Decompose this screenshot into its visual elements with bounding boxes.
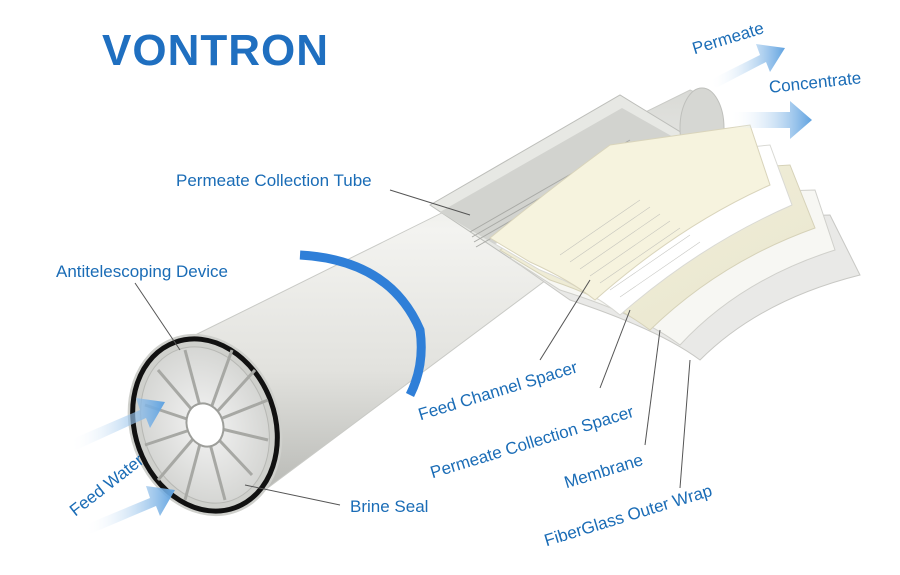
leader-lines bbox=[134, 189, 691, 506]
permeate-collection-tube-label: Permeate Collection Tube bbox=[176, 171, 372, 190]
antitelescoping-device-label: Antitelescoping Device bbox=[56, 262, 228, 281]
vontron-logo: VONTRON bbox=[102, 26, 329, 75]
spacer-mesh bbox=[559, 199, 701, 298]
feed-arrows bbox=[70, 398, 175, 534]
outlet-arrows bbox=[710, 44, 812, 139]
blue-band bbox=[299, 250, 426, 398]
antitelescoping-device bbox=[127, 333, 283, 517]
brine-seal-label: Brine Seal bbox=[350, 497, 429, 516]
membrane-layers bbox=[489, 124, 861, 361]
